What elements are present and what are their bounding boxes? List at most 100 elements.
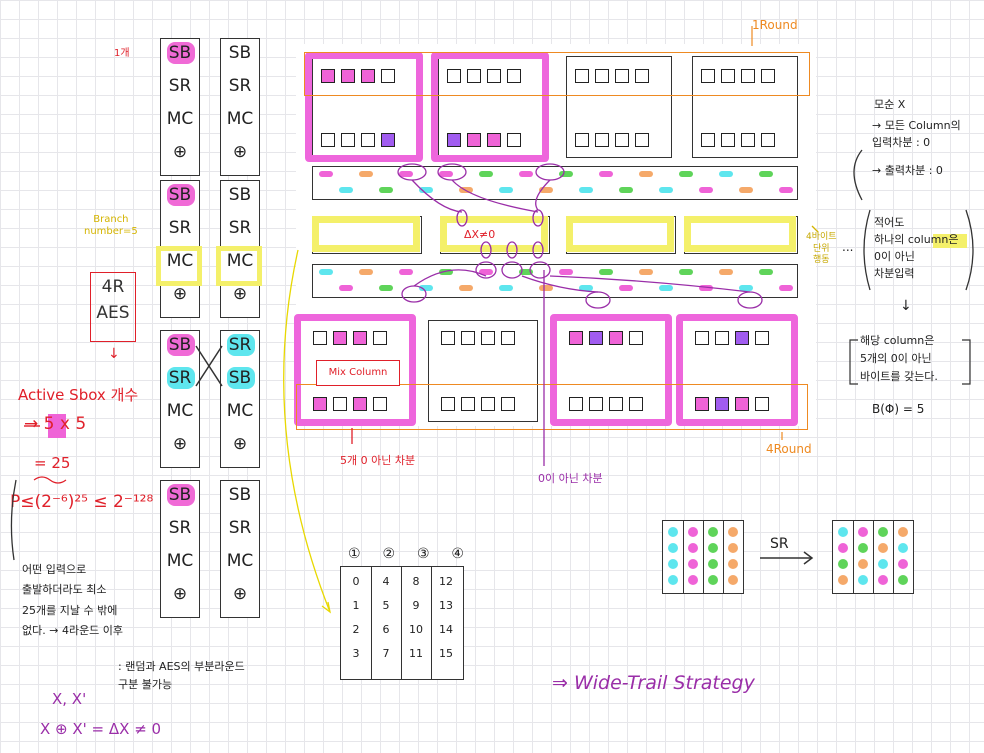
byte-token (739, 285, 753, 291)
byte-cell (361, 133, 375, 147)
byte-dot (838, 575, 848, 585)
state-box-top-1 (312, 56, 418, 158)
byte-cell (501, 397, 515, 411)
op-mc: MC (226, 109, 254, 129)
state-box-top-4 (692, 56, 798, 158)
byte-token (319, 171, 333, 177)
table-cell: 12 (439, 575, 453, 588)
op-sb: SB (228, 485, 252, 505)
byte-cell (333, 331, 347, 345)
active-frame-top-1 (305, 52, 423, 162)
mc-frame-4 (684, 216, 796, 252)
byte-cell (461, 331, 475, 345)
byte-row-2 (312, 264, 798, 298)
column-divider (703, 521, 705, 593)
byte-token (519, 269, 533, 275)
byte-dot (728, 527, 738, 537)
round-4-frame (296, 384, 808, 430)
column-divider (723, 521, 725, 593)
active-sbox-label: Active Sbox 개수 (18, 386, 139, 404)
byte-token (339, 187, 353, 193)
byte-cell (447, 133, 461, 147)
byte-token (639, 171, 653, 177)
op-sb: SB (228, 43, 252, 63)
byte-cell (761, 133, 775, 147)
aes-box: 4R AES (90, 272, 136, 342)
op-sb: SB (161, 42, 199, 64)
probability-label: P≤(2⁻⁶)²⁵ ≤ 2⁻¹²⁸ (10, 492, 154, 512)
byte-cell (381, 133, 395, 147)
branch-number-label: Branch number=5 (84, 214, 138, 237)
byte-dot (858, 559, 868, 569)
mc-highlight (216, 246, 262, 286)
byte-token (659, 285, 673, 291)
byte-token (699, 285, 713, 291)
op-mc: MC (166, 551, 194, 571)
byte-dot (858, 527, 868, 537)
byte-dot (668, 559, 678, 569)
left-note: 어떤 입력으로 출발하더라도 최소 25개를 지날 수 밖에 없다. → 4라운… (22, 563, 124, 638)
byte-cell (447, 69, 461, 83)
byte-cell (595, 69, 609, 83)
byte-dot (728, 559, 738, 569)
byte-token (739, 187, 753, 193)
byte-cell (715, 331, 729, 345)
b-phi-label: B(Φ) = 5 (872, 402, 925, 416)
op-mc: MC (166, 251, 194, 271)
byte-token (679, 269, 693, 275)
state-box-bottom-2 (428, 320, 538, 422)
wide-trail-label: ⇒ Wide-Trail Strategy (552, 672, 755, 694)
byte-dot (668, 527, 678, 537)
byte-dot (688, 559, 698, 569)
byte-token (659, 187, 673, 193)
byte-token (539, 285, 553, 291)
byte-token (579, 187, 593, 193)
right-note-2: → 출력차분 : 0 (872, 164, 943, 177)
byte-dot (878, 559, 888, 569)
table-cell: 1 (352, 599, 360, 612)
byte-dot (708, 575, 718, 585)
xx-label: X, X' (52, 690, 87, 708)
table-divider (371, 567, 373, 679)
byte-cell (461, 397, 475, 411)
byte-token (519, 171, 533, 177)
byte-token (379, 285, 393, 291)
byte-cell (695, 397, 709, 411)
byte-cell (595, 133, 609, 147)
byte-token (479, 171, 493, 177)
op-xor: ⊕ (172, 584, 188, 604)
op-sr: SR (221, 334, 259, 356)
xor-label: X ⊕ X' = ΔX ≠ 0 (40, 720, 162, 738)
op-sb: SB (228, 185, 252, 205)
byte-cell (615, 69, 629, 83)
byte-dot (858, 575, 868, 585)
state-box-top-3 (566, 56, 672, 158)
op-sr: SR (168, 518, 192, 538)
table-cell: 7 (382, 647, 390, 660)
byte-dot (688, 575, 698, 585)
byte-cell (321, 133, 335, 147)
byte-cell (575, 133, 589, 147)
byte-cell (589, 397, 603, 411)
byte-dot (668, 575, 678, 585)
byte-cell (487, 69, 501, 83)
byte-dot (898, 575, 908, 585)
bottom-note: : 랜덤과 AES의 부분라운드 구분 불가능 (118, 660, 245, 691)
byte-cell (467, 69, 481, 83)
op-xor: ⊕ (232, 284, 248, 304)
column-divider (873, 521, 875, 593)
byte-token (359, 171, 373, 177)
byte-cell (507, 69, 521, 83)
op-mc: MC (226, 251, 254, 271)
dots-label: ... (842, 240, 854, 254)
byte-dot (708, 527, 718, 537)
op-sr: SR (228, 218, 252, 238)
header-4: ④ (451, 546, 464, 562)
byte-token (319, 269, 333, 275)
byte-cell (321, 69, 335, 83)
byte-cell (701, 133, 715, 147)
byte-dot (898, 559, 908, 569)
mc-frame-3 (566, 216, 674, 252)
table-cell: 13 (439, 599, 453, 612)
